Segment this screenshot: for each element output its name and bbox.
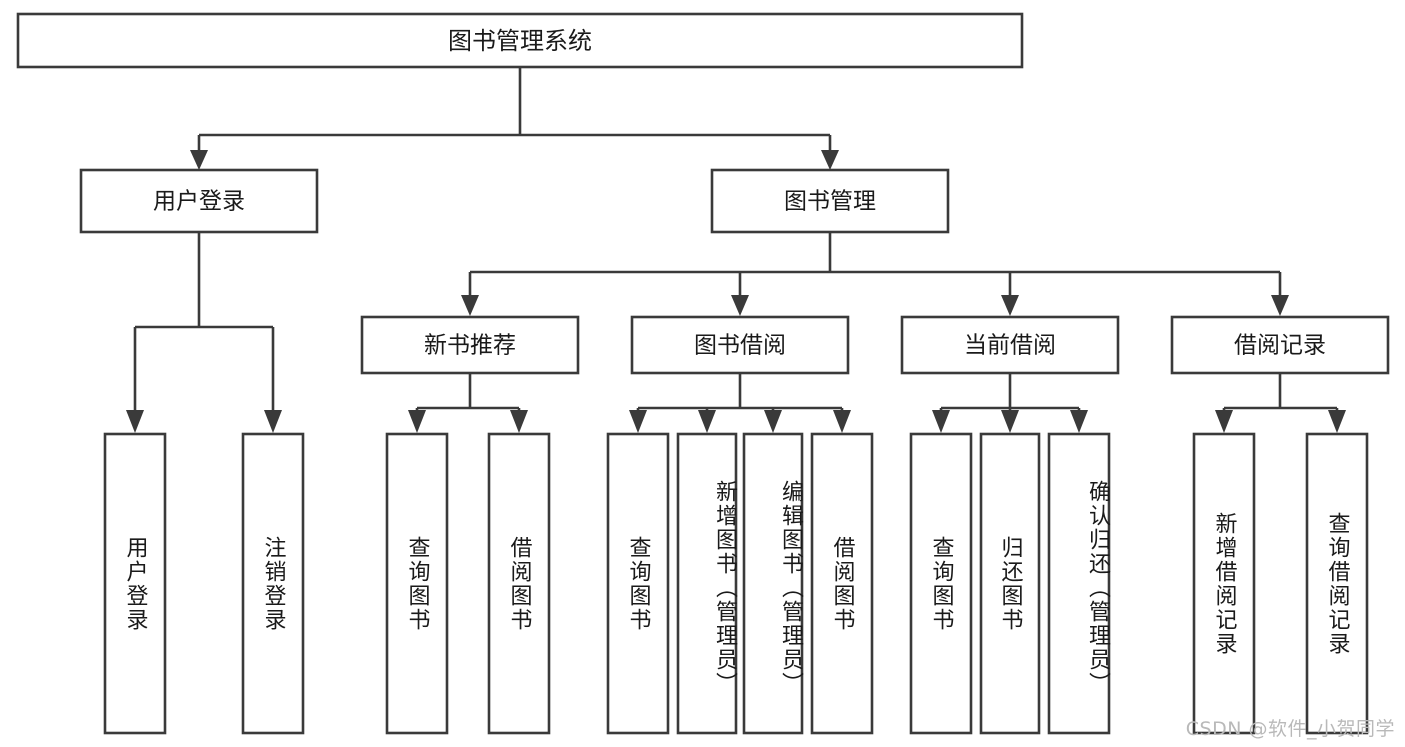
arrowhead-jyjl-1 [1215,410,1233,433]
node-new-book-recommend-label: 新书推荐 [424,333,516,359]
arrowhead-l3-1 [461,295,479,316]
leaf-box-tsjy-4[interactable] [810,432,874,735]
node-current-borrow-label: 当前借阅 [964,333,1056,359]
leaf-box-tsjy-2[interactable] [676,432,738,735]
node-borrow-record-label: 借阅记录 [1234,333,1326,359]
node-root[interactable]: 图书管理系统 [16,12,1024,69]
node-book-management-box[interactable] [710,168,950,234]
node-book-borrow-label: 图书借阅 [694,333,786,359]
arrowhead-nbr-2 [510,410,528,433]
arrowhead-tsjy-2 [698,410,716,433]
node-current-borrow-box[interactable] [900,315,1120,375]
leaf-box-user-login-1[interactable] [103,432,167,735]
arrowhead-l3-3 [1001,295,1019,316]
arrowhead-book-manage [821,150,839,170]
node-root-box[interactable] [16,12,1024,69]
node-new-book-recommend-box[interactable] [360,315,580,375]
csdn-watermark: CSDN @软件_小贺同学 [1185,718,1395,740]
leaf-box-nbr-2[interactable] [487,432,551,735]
node-user-login-label: 用户登录 [153,189,245,215]
arrowhead-tsjy-4 [833,410,851,433]
connector-group [126,67,1346,433]
node-book-management[interactable]: 图书管理 [710,168,950,234]
leaf-box-user-login-2[interactable] [241,432,305,735]
node-new-book-recommend[interactable]: 新书推荐 [360,315,580,375]
arrowhead-l3-4 [1271,295,1289,316]
node-book-borrow[interactable]: 图书借阅 [630,315,850,375]
arrowhead-l3-2 [731,295,749,316]
node-user-login[interactable]: 用户登录 [79,168,319,234]
arrowhead-ul-1 [126,410,144,433]
leaf-box-tsjy-1[interactable] [606,432,670,735]
arrowhead-nbr-1 [408,410,426,433]
leaf-box-nbr-1[interactable] [385,432,449,735]
arrowhead-dqjy-3 [1070,410,1088,433]
arrowhead-jyjl-2 [1328,410,1346,433]
node-borrow-record[interactable]: 借阅记录 [1170,315,1390,375]
node-book-management-label: 图书管理 [784,189,876,215]
arrowhead-user-login [190,150,208,170]
arrowhead-dqjy-2 [1001,410,1019,433]
leaf-box-jyjl-1[interactable] [1192,432,1256,735]
node-user-login-box[interactable] [79,168,319,234]
leaf-box-jyjl-2[interactable] [1305,432,1369,735]
node-root-label: 图书管理系统 [448,27,592,55]
node-book-borrow-box[interactable] [630,315,850,375]
leaf-box-dqjy-1[interactable] [909,432,973,735]
leaf-box-dqjy-3[interactable] [1047,432,1111,735]
arrowhead-tsjy-3 [764,410,782,433]
leaf-box-dqjy-2[interactable] [979,432,1041,735]
arrowhead-tsjy-1 [629,410,647,433]
arrowhead-dqjy-1 [932,410,950,433]
node-borrow-record-box[interactable] [1170,315,1390,375]
node-current-borrow[interactable]: 当前借阅 [900,315,1120,375]
leaf-box-tsjy-3[interactable] [742,432,804,735]
arrowhead-ul-2 [264,410,282,433]
